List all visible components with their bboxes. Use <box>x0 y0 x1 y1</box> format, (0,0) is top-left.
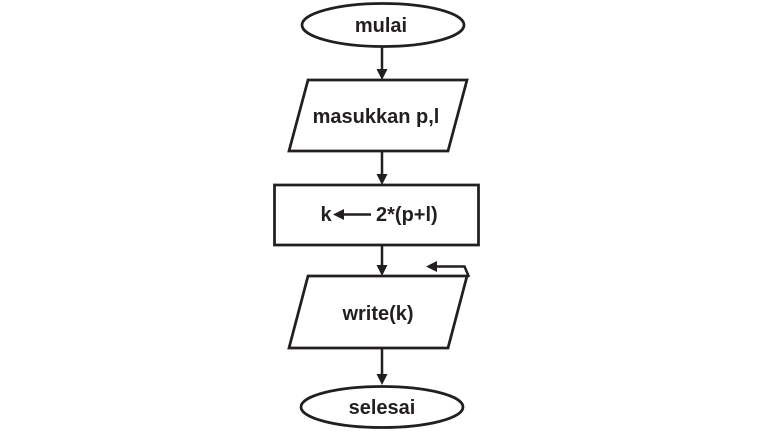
hook-arrowhead <box>426 261 437 272</box>
process-expression-label: 2*(p+l) <box>376 204 438 226</box>
terminator-start: mulai <box>300 2 466 48</box>
connector-output-to-end <box>376 348 388 385</box>
process-rectangle <box>273 183 480 247</box>
arrowhead-down-icon <box>376 69 388 80</box>
terminator-end: selesai <box>299 385 465 429</box>
process-assign: k 2*(p+l) <box>273 183 480 247</box>
output-label: write(k) <box>341 303 413 325</box>
connector-process-to-output <box>376 245 388 276</box>
connector-input-to-process <box>376 151 388 185</box>
hook-left-arrow-icon <box>426 261 471 278</box>
input-parallelogram <box>287 78 469 153</box>
process-target-label: k <box>320 204 332 226</box>
start-label: mulai <box>355 15 407 37</box>
arrowhead-down-icon <box>376 265 388 276</box>
arrowhead-down-icon <box>376 174 388 185</box>
end-label: selesai <box>349 397 416 419</box>
io-output: write(k) <box>287 274 469 350</box>
assign-left-arrow-icon <box>333 209 371 220</box>
assign-arrowhead <box>333 209 344 220</box>
end-ellipse <box>299 385 465 429</box>
hook-arrow-shaft <box>434 265 471 278</box>
io-input: masukkan p,l <box>287 78 469 153</box>
connector-start-to-input <box>376 46 388 80</box>
output-parallelogram <box>287 274 469 350</box>
input-label: masukkan p,l <box>313 106 440 128</box>
arrowhead-down-icon <box>376 374 388 385</box>
